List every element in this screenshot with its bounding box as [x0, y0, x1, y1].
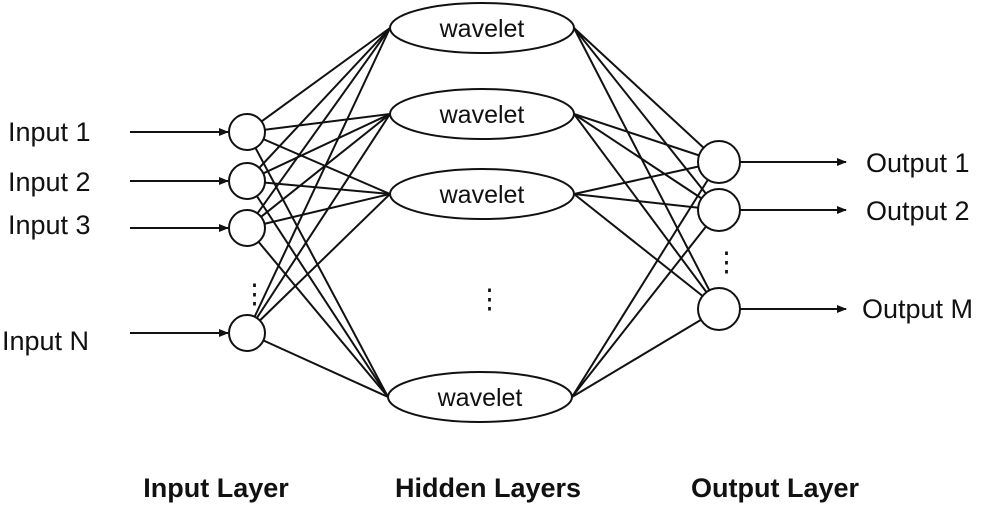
output-layer-nodes: ⋮: [697, 140, 741, 331]
edge-input-1-hidden-1: [246, 27, 391, 133]
edge-hidden-2-output-2: [573, 113, 720, 211]
output-arrows: [740, 158, 847, 313]
edge-hidden-1-output-3: [573, 27, 720, 310]
edge-input-4-hidden-2: [246, 113, 391, 334]
hidden-layers-title: Hidden Layers: [395, 473, 581, 503]
hidden-node-2-label: wavelet: [439, 101, 525, 129]
hidden-node-2: [389, 88, 575, 140]
hidden-node-1-label: wavelet: [439, 15, 525, 43]
edge-hidden-3-output-3: [573, 193, 720, 310]
hidden-layer-nodes: wavelet wavelet wavelet ⋮ wavelet: [387, 2, 575, 423]
hidden-node-4-label: wavelet: [437, 384, 523, 412]
input-label-n: Input N: [2, 326, 89, 356]
edge-input-1-hidden-3: [246, 131, 391, 195]
edge-input-3-hidden-1: [246, 27, 391, 229]
output-label-1: Output 1: [866, 148, 970, 178]
hidden-ellipsis: ⋮: [476, 284, 503, 314]
edge-hidden-3-output-2: [573, 193, 720, 211]
input-label-1: Input 1: [8, 117, 91, 147]
output-ellipsis: ⋮: [713, 247, 740, 277]
output-node-m: [697, 287, 741, 331]
edge-input-2-hidden-3: [246, 180, 391, 195]
edge-input-2-hidden-4: [246, 180, 389, 398]
input-label-2: Input 2: [8, 167, 91, 197]
edge-hidden-1-output-2: [573, 27, 720, 211]
input-labels: Input 1 Input 2 Input 3 Input N: [2, 117, 91, 356]
edge-hidden-3-output-1: [573, 161, 720, 195]
edge-input-3-hidden-3: [246, 193, 391, 229]
output-label-m: Output M: [862, 294, 973, 324]
input-node-2: [228, 162, 266, 200]
hidden-node-3: [389, 168, 575, 220]
edge-hidden-2-output-3: [573, 113, 720, 310]
hidden-node-4: [387, 371, 573, 423]
output-label-2: Output 2: [866, 196, 970, 226]
output-layer-title: Output Layer: [691, 473, 860, 503]
output-node-2: [697, 188, 741, 232]
input-arrows: [130, 128, 229, 337]
edge-input-4-hidden-3: [246, 193, 391, 334]
edge-hidden-1-output-1: [573, 27, 720, 163]
hidden-node-1: [389, 2, 575, 54]
edge-hidden-2-output-1: [573, 113, 720, 163]
edge-input-2-hidden-1: [246, 27, 391, 182]
layer-titles: Input Layer Hidden Layers Output Layer: [143, 473, 859, 503]
connections: [246, 27, 720, 398]
input-node-1: [228, 113, 266, 151]
edge-input-1-hidden-2: [246, 113, 391, 133]
edge-input-2-hidden-2: [246, 113, 391, 182]
edge-hidden-4-output-2: [571, 209, 720, 398]
input-label-3: Input 3: [8, 210, 91, 240]
edge-input-3-hidden-2: [246, 113, 391, 229]
input-layer-nodes: ⋮: [228, 113, 268, 352]
edge-input-4-hidden-4: [246, 332, 389, 398]
hidden-node-3-label: wavelet: [439, 181, 525, 209]
output-node-1: [697, 140, 741, 184]
edge-input-4-hidden-1: [246, 27, 391, 334]
edge-hidden-4-output-3: [571, 308, 720, 398]
input-ellipsis: ⋮: [241, 279, 268, 309]
input-layer-title: Input Layer: [143, 473, 289, 503]
edge-hidden-4-output-1: [571, 161, 720, 398]
input-node-3: [228, 209, 266, 247]
input-node-n: [228, 314, 266, 352]
output-labels: Output 1 Output 2 Output M: [862, 148, 973, 324]
edge-input-3-hidden-4: [246, 227, 389, 398]
